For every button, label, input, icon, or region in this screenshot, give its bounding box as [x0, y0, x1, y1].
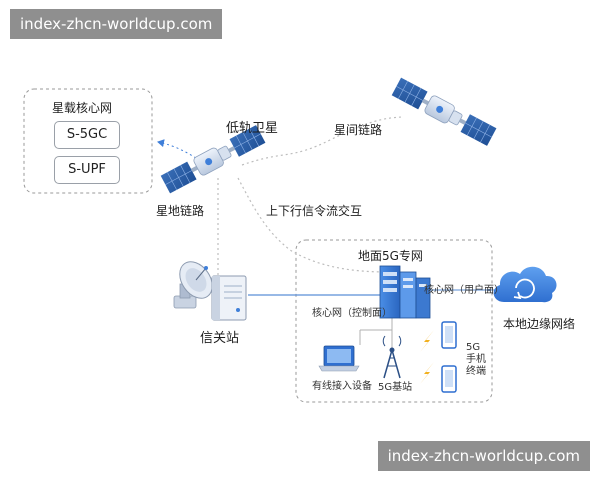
base-station-label: 5G基站	[378, 382, 413, 393]
sat-to-core-link	[157, 139, 197, 159]
isl-link	[241, 116, 403, 166]
s5gc-node: S-5GC	[54, 121, 120, 149]
ground-core-server-icon	[379, 265, 431, 319]
laptop-icon	[318, 345, 360, 372]
terminal-label-line1: 5G	[466, 342, 481, 353]
terminal-label-line2: 手机	[466, 354, 486, 365]
onboard-core-title: 星载核心网	[52, 101, 113, 115]
gateway-dish-icon	[173, 261, 213, 309]
gateway-label: 信关站	[200, 331, 240, 346]
feeder-link-label: 星地链路	[156, 204, 205, 218]
base-station-icon	[382, 335, 402, 379]
isl-label: 星间链路	[334, 123, 383, 137]
core-user-plane-label: 核心网（用户面）	[424, 285, 504, 296]
wireless-signal-icon	[420, 330, 434, 352]
wired-access-label: 有线接入设备	[312, 381, 372, 392]
signaling-label: 上下行信令流交互	[266, 204, 363, 218]
watermark-top: index-zhcn-worldcup.com	[10, 9, 223, 39]
watermark-bottom: index-zhcn-worldcup.com	[377, 441, 590, 471]
gateway-server-icon	[211, 275, 247, 321]
core-control-plane-label: 核心网（控制面）	[312, 308, 392, 319]
leo-satellite-label: 低轨卫星	[226, 121, 279, 136]
supf-node: S-UPF	[54, 156, 120, 184]
terminal-label-line3: 终端	[466, 366, 486, 377]
wireless-signal-icon-2	[420, 362, 434, 384]
edge-network-label: 本地边缘网络	[503, 317, 576, 331]
leo-satellite-icon	[160, 125, 266, 194]
signaling-link	[237, 177, 389, 273]
phone-icon-2	[441, 365, 457, 393]
onboard-core-box	[23, 88, 153, 194]
edge-cloud-icon	[493, 266, 557, 303]
phone-icon	[441, 321, 457, 349]
isl-satellite-icon	[391, 77, 497, 146]
private-5g-title: 地面5G专网	[358, 249, 423, 263]
